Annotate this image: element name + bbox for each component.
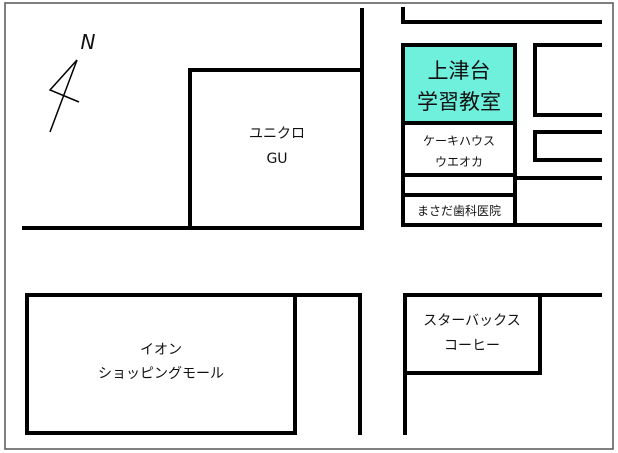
dentist-name: まさだ歯科医院 <box>417 204 501 218</box>
school-name-line2: 学習教室 <box>417 90 501 114</box>
cake-shop-name-line1: ケーキハウス <box>423 134 495 148</box>
school-building <box>401 43 517 125</box>
aeon-building <box>25 293 297 435</box>
starbucks-coffee-label: コーヒー <box>444 338 500 354</box>
starbucks-label: スターバックス <box>423 313 520 329</box>
block-outline <box>533 130 602 162</box>
gu-label: GU <box>266 151 287 167</box>
starbucks-building <box>403 293 542 375</box>
road-line <box>293 293 362 435</box>
cake-shop-building <box>401 121 517 177</box>
school-name-line1: 上津台 <box>428 59 491 83</box>
uniqlo-building <box>188 68 364 230</box>
compass-north-label: N <box>81 30 96 54</box>
road-line <box>401 7 602 24</box>
cake-shop-name-line2: ウエオカ <box>435 155 483 169</box>
compass-icon <box>48 59 80 133</box>
aeon-mall-label: ショッピングモール <box>98 366 224 382</box>
uniqlo-label: ユニクロ <box>249 126 305 142</box>
empty-lot <box>401 173 517 197</box>
dentist-building <box>401 193 517 227</box>
block-outline <box>533 43 602 117</box>
aeon-label: イオン <box>140 342 182 358</box>
